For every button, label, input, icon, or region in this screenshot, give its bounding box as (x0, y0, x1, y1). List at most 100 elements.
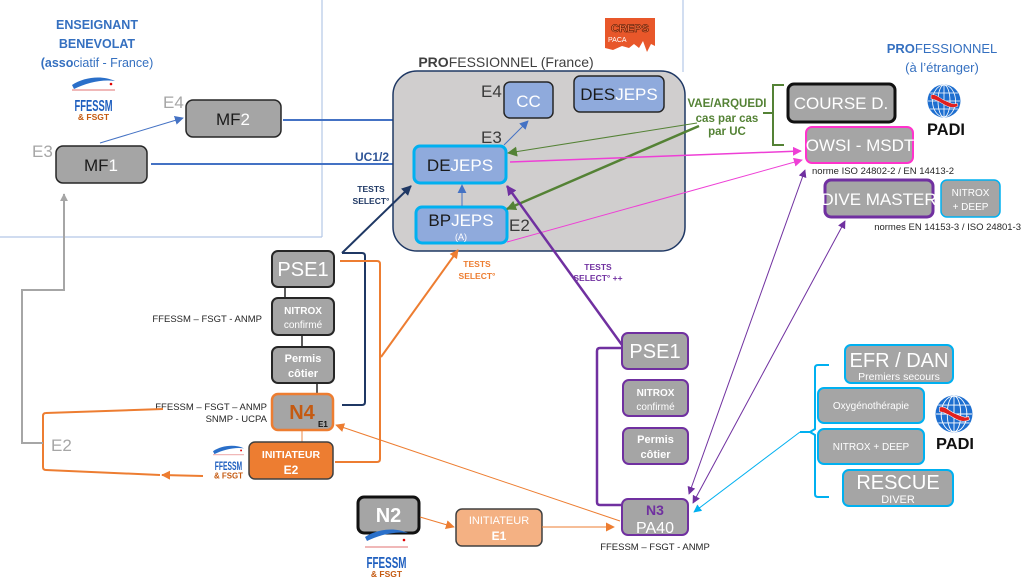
n3-track-permis-line1: Permis (637, 434, 674, 446)
nitrox-deep-small-node (940, 179, 1001, 218)
n4-node (270, 392, 335, 432)
arrow-dejeps-to-cc (503, 120, 529, 146)
pro-france-header-bold: PRO (418, 54, 448, 70)
wave-icon (72, 77, 115, 89)
n2-label: N2 (376, 505, 402, 527)
n4-label: N4 (289, 402, 315, 424)
ffessm-logo-partner: & FSGT (214, 472, 243, 481)
bpjeps-node (414, 205, 509, 245)
padi-logo-text: PADI (927, 120, 965, 139)
diver-icon (930, 94, 959, 108)
section-dividers (0, 0, 684, 238)
uc-label: UC1/2 (355, 150, 389, 164)
orange-loop-to-e2 (42, 408, 164, 476)
mf2-prefix: MF (216, 110, 241, 129)
efr-dan-line2: Premiers secours (858, 371, 940, 383)
arrow-n3-owsi-equivalence (687, 169, 807, 495)
padi-globe-icon (935, 395, 973, 433)
nitrox-deep-label: NITROX + DEEP (833, 442, 910, 453)
arrow-padi-courses-to-n3 (693, 431, 801, 513)
vae-label-line2: cas par cas (696, 113, 759, 125)
vae-label-line1: VAE/ARQUEDI (687, 98, 766, 110)
padi-courses-bracket (800, 364, 829, 498)
volunteer-header-bold: (asso (41, 56, 74, 70)
dejeps-suffix: JEPS (451, 156, 494, 175)
bpjeps-prefix: BP (428, 211, 451, 230)
desjeps-label: DESJEPS (580, 85, 658, 104)
mf2-node (185, 99, 282, 138)
creps-logo-text: CREPS (611, 23, 649, 35)
n3-track-nitrox-line1: NITROX (637, 388, 675, 399)
ffessm-logo-partner: & FSGT (371, 569, 403, 579)
n3-label: N3 (646, 502, 664, 518)
wave-icon (213, 445, 244, 455)
n3-orgs-label: FFESSM – FSGT - ANMP (600, 542, 710, 553)
pro-france-header-rest: FESSIONNEL (France) (449, 54, 594, 70)
desjeps-suffix: JEPS (615, 85, 658, 104)
mf1-prefix: MF (84, 156, 109, 175)
n4-track-permis-line2: côtier (288, 368, 319, 380)
mf2-level-label: E4 (163, 93, 184, 112)
arrow-n3-divemaster-equivalence (692, 220, 846, 504)
owsi-msdt-node (805, 126, 914, 164)
divemaster-node (823, 178, 935, 219)
desjeps-node (573, 75, 665, 113)
mf1-node (55, 145, 148, 184)
n4-track-permis-node (271, 346, 335, 384)
padi-logo-text: PADI (936, 436, 974, 453)
ffessm-logo-text: FFESSM (367, 555, 407, 572)
tests-n3-line2: SELECT° ++ (573, 273, 622, 283)
arrow-vae-to-dejeps (507, 122, 698, 157)
red-dot-icon (402, 538, 406, 542)
arrow-initiateur-e2-to-e2 (161, 470, 204, 480)
padi-logo-lower: PADI (935, 395, 974, 453)
n4-track-nitrox-line1: NITROX (284, 306, 322, 317)
n4-orgs-line2: SNMP - UCPA (206, 414, 268, 425)
dejeps-level-label: E3 (481, 128, 502, 147)
n3-track-pse1-label: PSE1 (629, 341, 680, 363)
volunteer-header-rest: ciatif - France) (73, 56, 153, 70)
tests-init-line1: TESTS (463, 259, 491, 269)
cc-label: CC (516, 92, 541, 111)
n4-track-pse1-label: PSE1 (277, 259, 328, 281)
creps-badge-icon (605, 18, 655, 52)
dejeps-node (412, 144, 508, 185)
mf1-suffix: 1 (109, 156, 118, 175)
initiateur-e1-line1: INITIATEUR (469, 515, 529, 527)
arrow-dejeps-to-owsi (509, 146, 802, 163)
bpjeps-note: (A) (455, 232, 467, 242)
rescue-diver-line1: RESCUE (856, 472, 939, 494)
arrow-vae-to-bpjeps (506, 124, 700, 211)
desjeps-prefix: DES (580, 85, 615, 104)
divemaster-label: DIVE MASTER (821, 190, 936, 209)
tests-n4-line2: SELECT° (353, 196, 391, 206)
pro-france-header: PROFESSIONNEL (France) (418, 54, 593, 70)
gray-path-e2-to-mf1 (21, 193, 68, 444)
dejeps-label: DEJEPS (427, 156, 493, 175)
nitrox-deep-small-line1: NITROX (952, 188, 990, 199)
volunteer-header-line1: ENSEIGNANT (56, 18, 138, 32)
initiateur-e1-line2: E1 (492, 529, 507, 543)
vae-label-line3: par UC (708, 126, 746, 138)
oxygen-therapy-node (817, 387, 925, 424)
ffessm-logo: FFESSM & FSGT (72, 77, 115, 122)
cc-level-label: E4 (481, 82, 502, 101)
pa40-label: PA40 (636, 520, 674, 537)
volunteer-header-line2: BENEVOLAT (59, 37, 136, 51)
arrow-n2-to-initiateur-e1 (419, 516, 455, 530)
n4-level-label: E1 (318, 420, 328, 429)
tests-init-line2: SELECT° (459, 271, 497, 281)
tests-n3-line1: TESTS (584, 262, 612, 272)
course-director-node (786, 82, 897, 124)
mf2-suffix: 2 (241, 110, 250, 129)
padi-logo: PADI (927, 84, 965, 139)
efr-dan-node (844, 344, 954, 384)
padi-globe-icon (927, 84, 961, 118)
initiateur-e2-line1: INITIATEUR (262, 449, 321, 461)
ffessm-logo-text: FFESSM (75, 98, 113, 115)
n4-track-navy-bracket (342, 252, 366, 406)
nitrox-deep-small-line2: + DEEP (953, 202, 989, 213)
rescue-diver-node (842, 469, 954, 507)
divemaster-norm-label: normes EN 14153-3 / ISO 24801-3 (874, 222, 1021, 233)
